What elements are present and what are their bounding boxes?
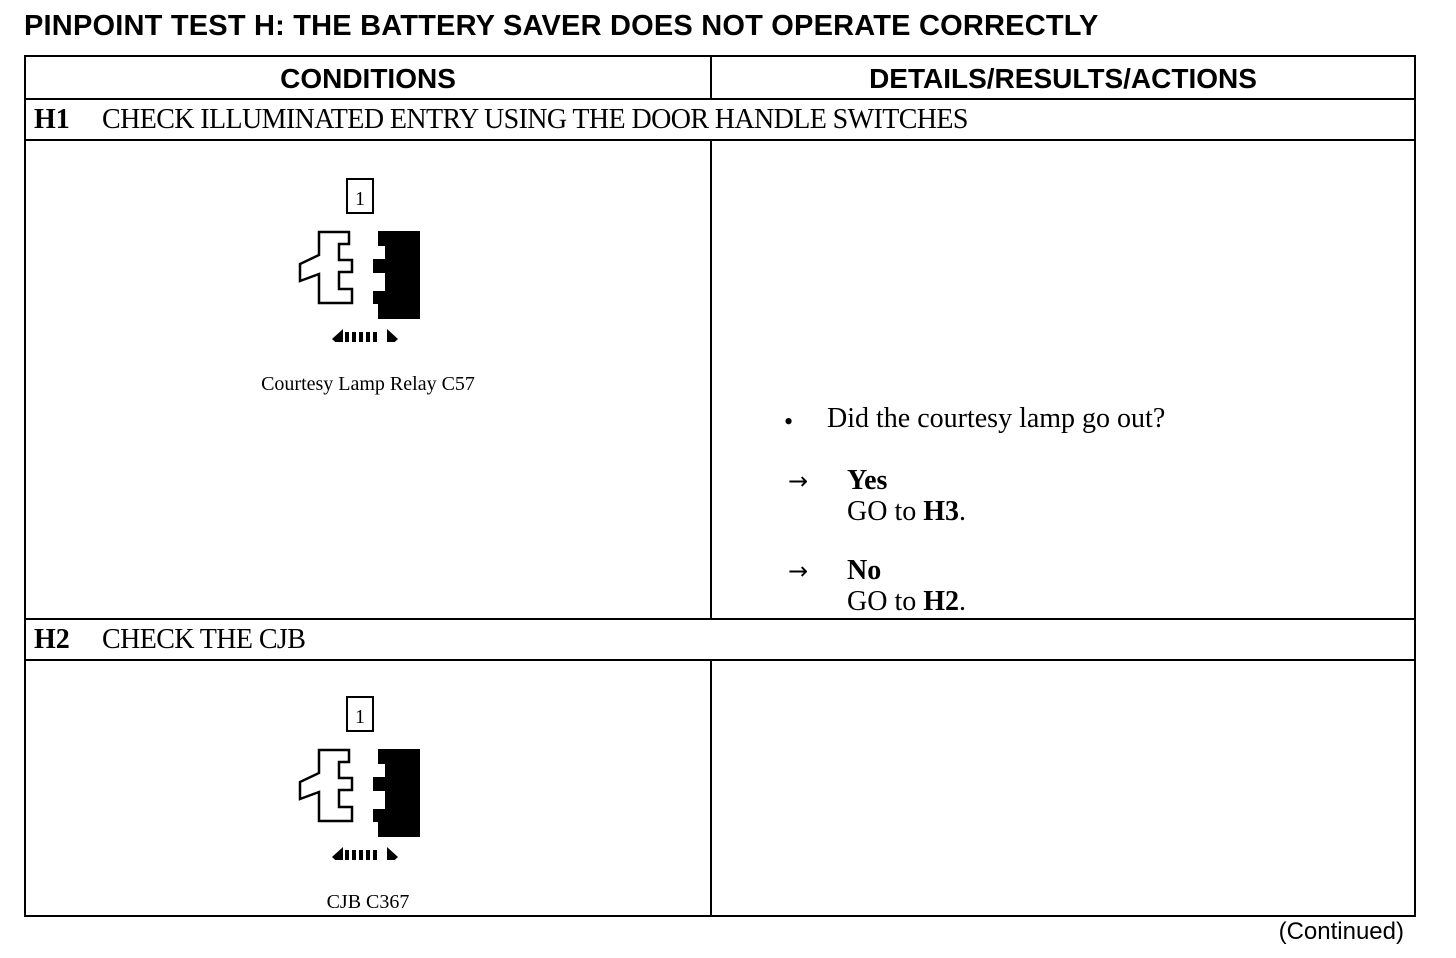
question-text: Did the courtesy lamp go out? xyxy=(827,403,1166,434)
row-divider xyxy=(26,98,1414,100)
step-title: CHECK ILLUMINATED ENTRY USING THE DOOR H… xyxy=(102,104,968,135)
figure-caption: Courtesy Lamp Relay C57 xyxy=(261,373,475,395)
figure-caption: CJB C367 xyxy=(326,891,410,913)
goto-target: H3 xyxy=(923,496,960,527)
page-title: PINPOINT TEST H: THE BATTERY SAVER DOES … xyxy=(24,10,1099,42)
answer-action: GO to H2. xyxy=(847,586,967,617)
row-divider xyxy=(26,659,1414,661)
callout-number: 1 xyxy=(355,706,365,728)
pinpoint-test-table: CONDITIONS DETAILS/RESULTS/ACTIONS H1 CH… xyxy=(24,55,1416,917)
row-divider xyxy=(26,618,1414,620)
column-divider xyxy=(710,141,712,620)
column-header-conditions: CONDITIONS xyxy=(280,63,456,94)
connector-diagram-icon: 1 xyxy=(298,178,420,342)
answer-action: GO to H3. xyxy=(847,496,967,527)
column-header-details: DETAILS/RESULTS/ACTIONS xyxy=(869,63,1257,94)
step-id: H1 xyxy=(34,104,70,135)
step-row-h2: H2 CHECK THE CJB xyxy=(26,620,1414,660)
callout-number: 1 xyxy=(355,188,365,210)
step-row-h1: H1 CHECK ILLUMINATED ENTRY USING THE DOO… xyxy=(26,100,1414,140)
row-divider xyxy=(26,139,1414,141)
arrow-right-icon: → xyxy=(788,557,809,585)
answer-no: No GO to H2. xyxy=(847,555,966,617)
step-id: H2 xyxy=(34,624,70,655)
bullet-marker: • xyxy=(784,407,794,436)
answer-label: Yes xyxy=(847,465,888,496)
answer-label: No xyxy=(847,555,882,586)
step-title: CHECK THE CJB xyxy=(102,624,306,655)
goto-target: H2 xyxy=(923,586,960,617)
arrow-right-icon: → xyxy=(788,467,809,495)
continued-label: (Continued) xyxy=(1278,918,1404,945)
answer-yes: Yes GO to H3. xyxy=(847,465,966,527)
column-divider xyxy=(710,57,712,99)
column-divider xyxy=(710,661,712,917)
connector-diagram-icon: 1 xyxy=(298,696,420,860)
